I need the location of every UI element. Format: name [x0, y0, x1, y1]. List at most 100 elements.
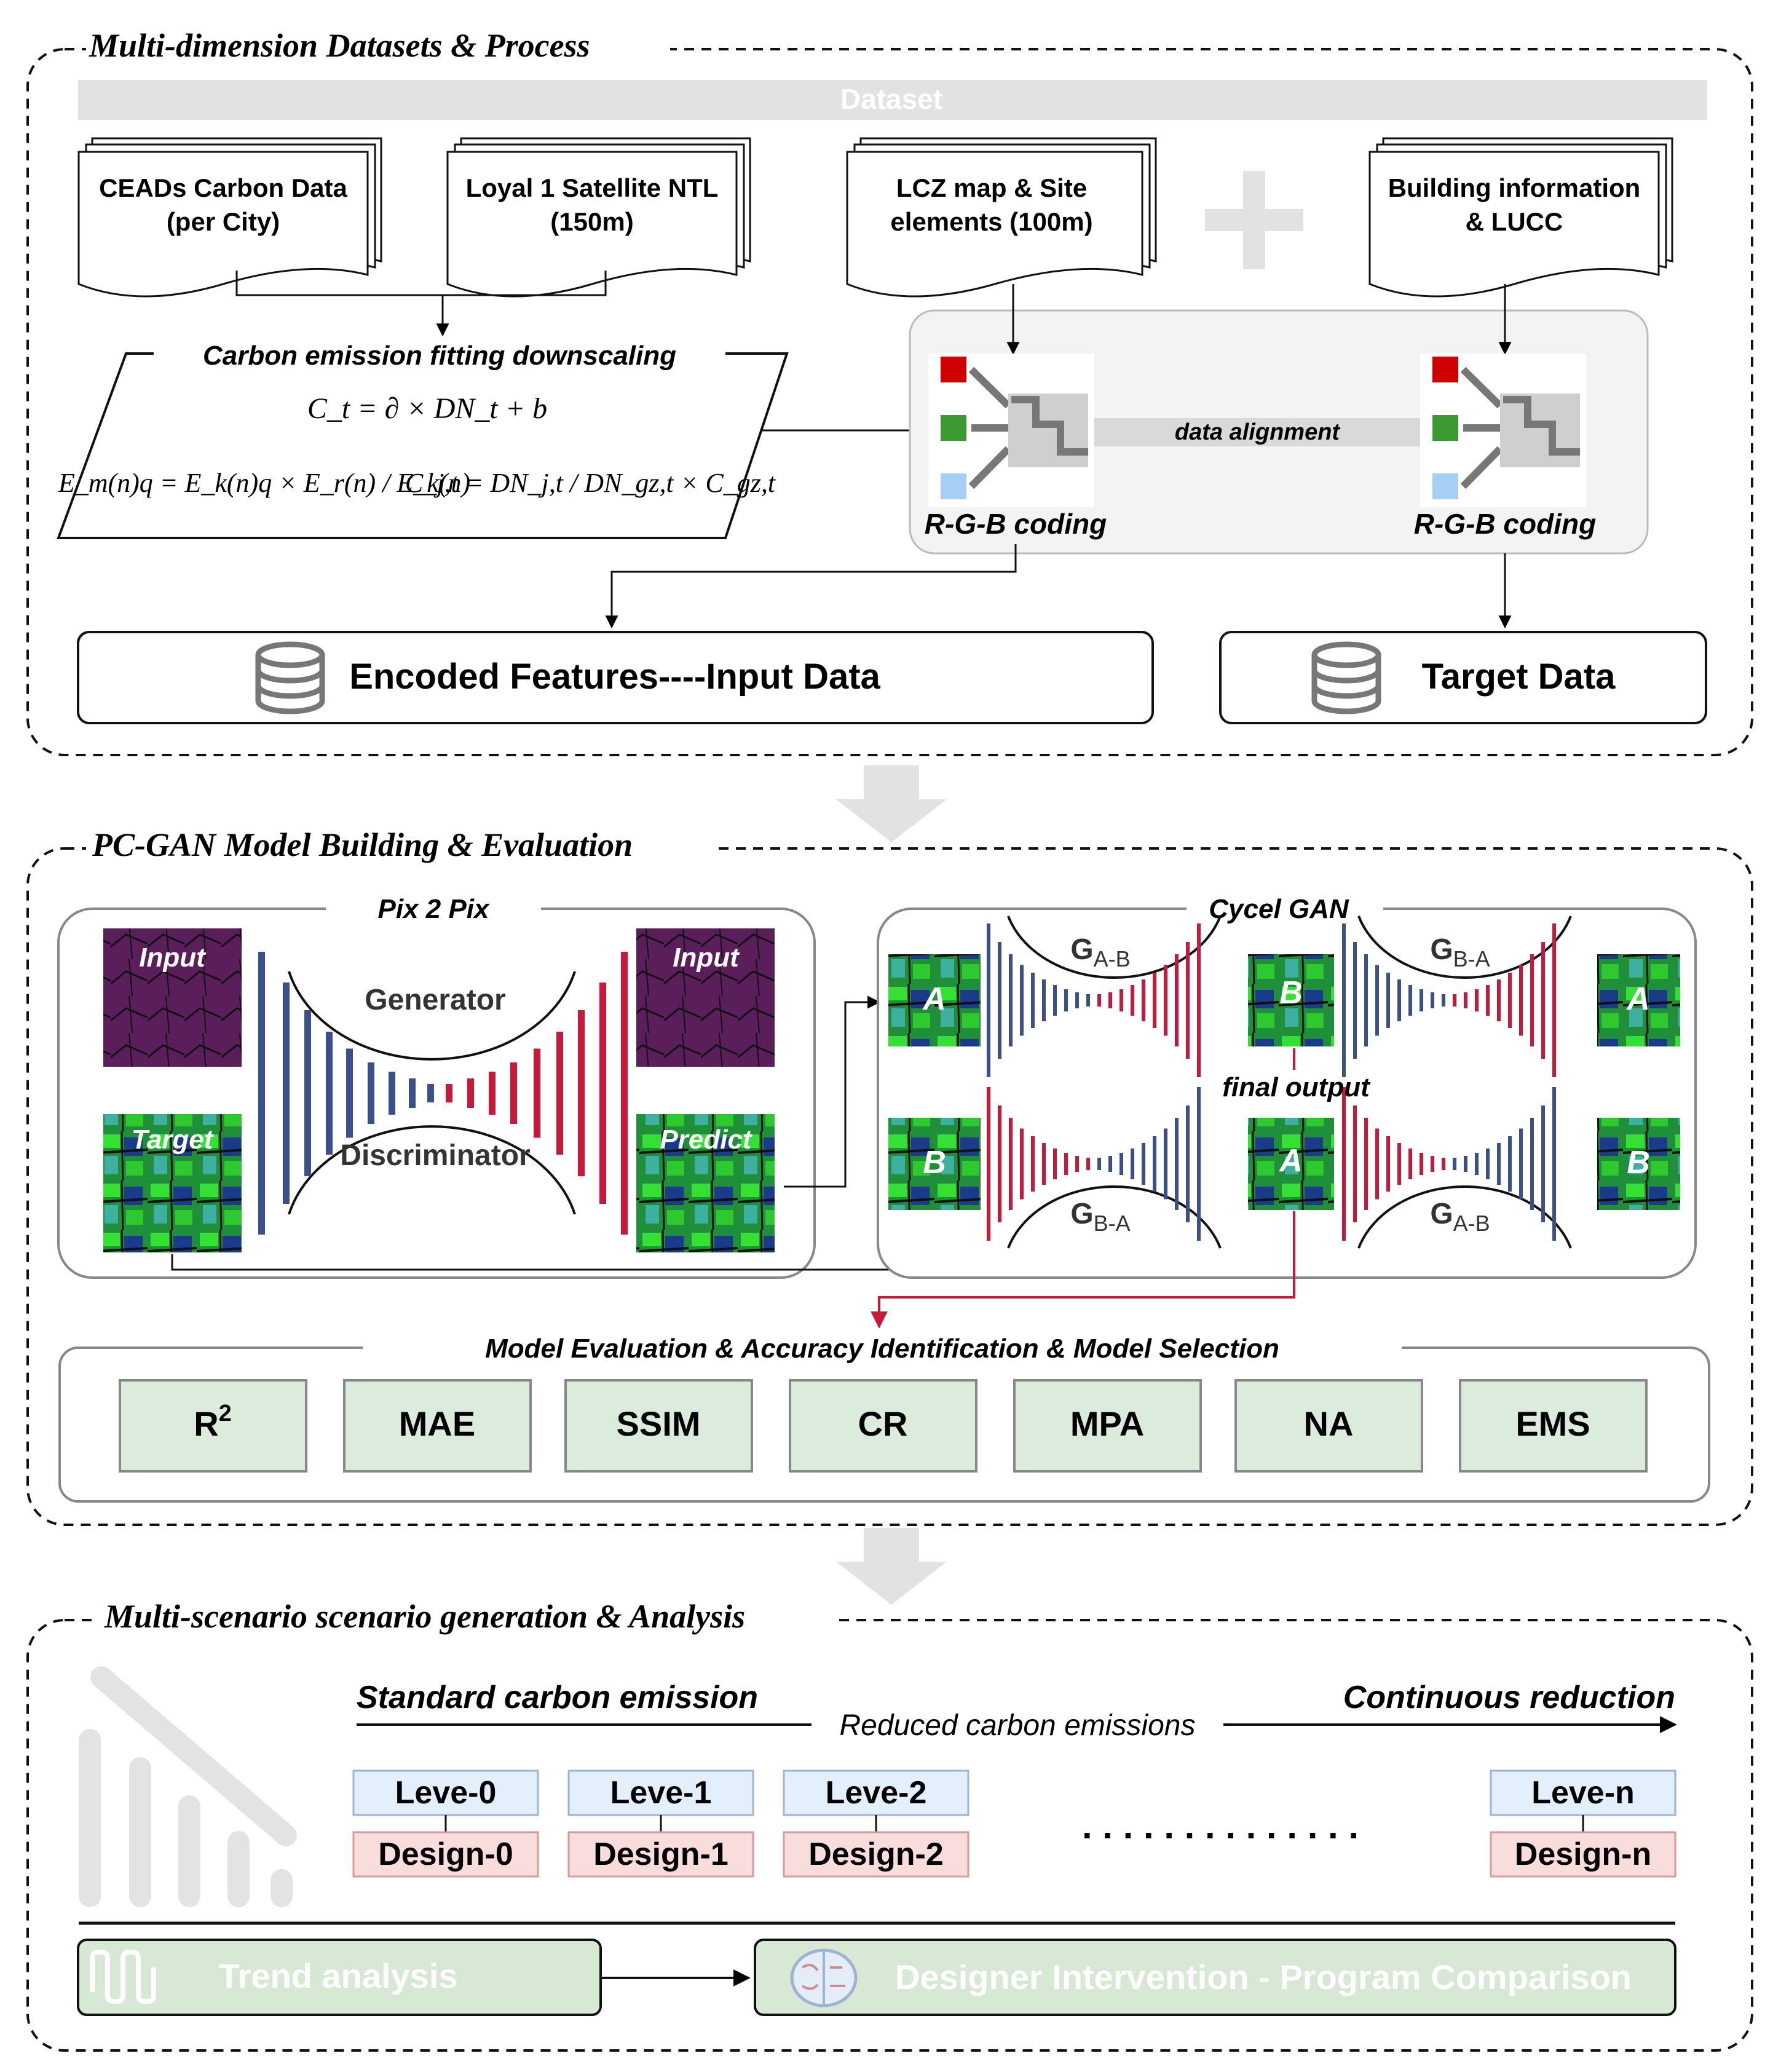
trend-label: Trend analysis: [218, 1956, 457, 1995]
doc-building: Building information & LUCC: [1368, 137, 1673, 298]
cycle-bar: [1397, 1143, 1401, 1185]
cycle-bar: [1375, 1128, 1379, 1200]
decoder-bar: [467, 1078, 474, 1108]
cycle-bar: [1519, 1128, 1523, 1200]
g-ba-label-bottom: GB-A: [1070, 1198, 1130, 1236]
dataset-label: Dataset: [840, 83, 942, 115]
cycle-bar: [1142, 979, 1145, 1021]
decoder-bar: [510, 1062, 517, 1124]
cycle-bar: [1164, 965, 1167, 1036]
encoder-bar: [326, 1032, 333, 1155]
cycle-bar: [1064, 989, 1068, 1011]
cycle-b2-image: [888, 1118, 981, 1210]
cycle-bar: [1420, 989, 1423, 1011]
final-output-label: final output: [1222, 1072, 1371, 1102]
cycle-bar: [998, 942, 1001, 1059]
cycle-bar: [1020, 965, 1024, 1036]
blue-square: [941, 473, 966, 499]
g-ba-label-top: GB-A: [1430, 933, 1490, 971]
brain-icon: [790, 1948, 858, 2007]
metric-label: NA: [1304, 1404, 1354, 1443]
cycle-bar: [1464, 992, 1467, 1008]
design-label: Design-n: [1515, 1837, 1651, 1872]
cycle-bar: [1353, 942, 1357, 1059]
encoded-features-box: Encoded Features----Input Data: [77, 631, 1154, 724]
level-box: [1490, 1770, 1676, 1816]
encoder-bar: [258, 952, 265, 1235]
metric-label: CR: [858, 1404, 908, 1443]
database-icon: [255, 641, 325, 714]
cycle-bar: [1508, 973, 1512, 1028]
discriminator-label: Discriminator: [340, 1139, 530, 1172]
g-ab-label-top: GA-B: [1070, 933, 1130, 971]
generator-arc: [288, 971, 576, 1061]
declining-chart-icon: [79, 1666, 297, 1907]
cycle-bar: [1153, 973, 1156, 1028]
level-label: Leve-1: [610, 1775, 712, 1811]
green-square: [1432, 415, 1458, 441]
pix-input-image: [103, 928, 242, 1067]
section1-border: [26, 48, 1753, 756]
decoder-bar: [599, 983, 606, 1204]
doc-lcz-line2: elements (100m): [890, 207, 1092, 236]
green-square: [941, 415, 966, 441]
cycle-bar: [1064, 1153, 1068, 1175]
decoder-bar: [578, 1010, 585, 1176]
cycle-bar: [1120, 1153, 1123, 1175]
doc-ntl-line1: Loyal 1 Satellite NTL: [466, 173, 719, 202]
metric-box-cr: CR: [789, 1379, 977, 1473]
cycle-bar: [1175, 1118, 1179, 1210]
cycle-bar: [1131, 985, 1134, 1016]
pix-target-image: [103, 1114, 242, 1252]
cycle-bar: [1086, 994, 1090, 1006]
cycle-bar: [1142, 1143, 1145, 1185]
encoded-label: Encoded Features----Input Data: [349, 657, 880, 697]
cycle-bar: [1497, 1143, 1501, 1185]
cycle-bar: [1153, 1136, 1156, 1192]
cycle-bar: [1386, 1136, 1390, 1192]
cycle-bar: [1031, 1136, 1035, 1192]
cycle-bar: [1486, 985, 1490, 1016]
metric-label: MPA: [1070, 1404, 1144, 1443]
cycle-bar: [1530, 1118, 1534, 1210]
ellipsis: . . . . . . . . . . . . . .: [1082, 1805, 1359, 1846]
cycle-bar: [1086, 1158, 1090, 1170]
cycle-bar: [1042, 979, 1046, 1021]
discriminator-arc: [288, 1125, 576, 1215]
cycle-bar: [1375, 965, 1379, 1036]
pix2pix-title: Pix 2 Pix: [377, 894, 490, 924]
design-label: Design-0: [378, 1837, 513, 1872]
cycle-bar: [1164, 1128, 1167, 1200]
cycle-bar: [1497, 979, 1501, 1021]
cycle-b3-label: B: [1627, 1145, 1650, 1180]
down-arrow-2: [836, 1528, 947, 1605]
cycle-bar: [1552, 1087, 1556, 1241]
equation-3: C_j,t = DN_j,t / DN_gz,t × C_gz,t: [405, 468, 776, 498]
down-arrow-1: [836, 765, 947, 842]
doc-ntl: Loyal 1 Satellite NTL (150m): [446, 137, 751, 298]
standard-label: Standard carbon emission: [357, 1680, 758, 1715]
doc-lcz: LCZ map & Site elements (100m): [846, 137, 1157, 298]
level-label: Leve-n: [1531, 1775, 1635, 1811]
cycle-bar: [987, 1087, 990, 1241]
cycle-bar: [1464, 1156, 1467, 1172]
cycle-bar: [1420, 1153, 1423, 1175]
doc-ceads-line1: CEADs Carbon Data: [99, 173, 347, 202]
decoder-bar: [489, 1072, 496, 1115]
cycle-bar: [1386, 973, 1390, 1028]
cycle-bar: [1175, 954, 1179, 1046]
alignment-label: data alignment: [1175, 419, 1340, 445]
cycle-bar: [1519, 965, 1523, 1036]
doc-ceads-line2: (per City): [167, 207, 280, 236]
cycle-bar: [1475, 1153, 1479, 1175]
metric-label: SSIM: [617, 1404, 701, 1443]
pix2pix-bars: [258, 952, 628, 1235]
decoder-bar: [556, 1032, 563, 1155]
metric-label: EMS: [1515, 1404, 1590, 1443]
cycle-bar: [1364, 1118, 1368, 1210]
cycle-bar: [1042, 1143, 1046, 1185]
cycle-bar: [1408, 985, 1412, 1016]
